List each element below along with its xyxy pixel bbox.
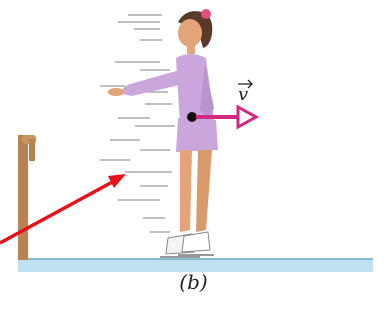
center-of-mass-dot (187, 112, 197, 122)
hair-bow (201, 9, 211, 19)
speed-lines (100, 15, 175, 232)
handrail-post-icon (18, 135, 36, 260)
figure-caption: (b) (0, 270, 387, 294)
velocity-label: v (238, 80, 252, 105)
velocity-label-text: v (238, 84, 248, 105)
skater-figure (108, 9, 218, 257)
